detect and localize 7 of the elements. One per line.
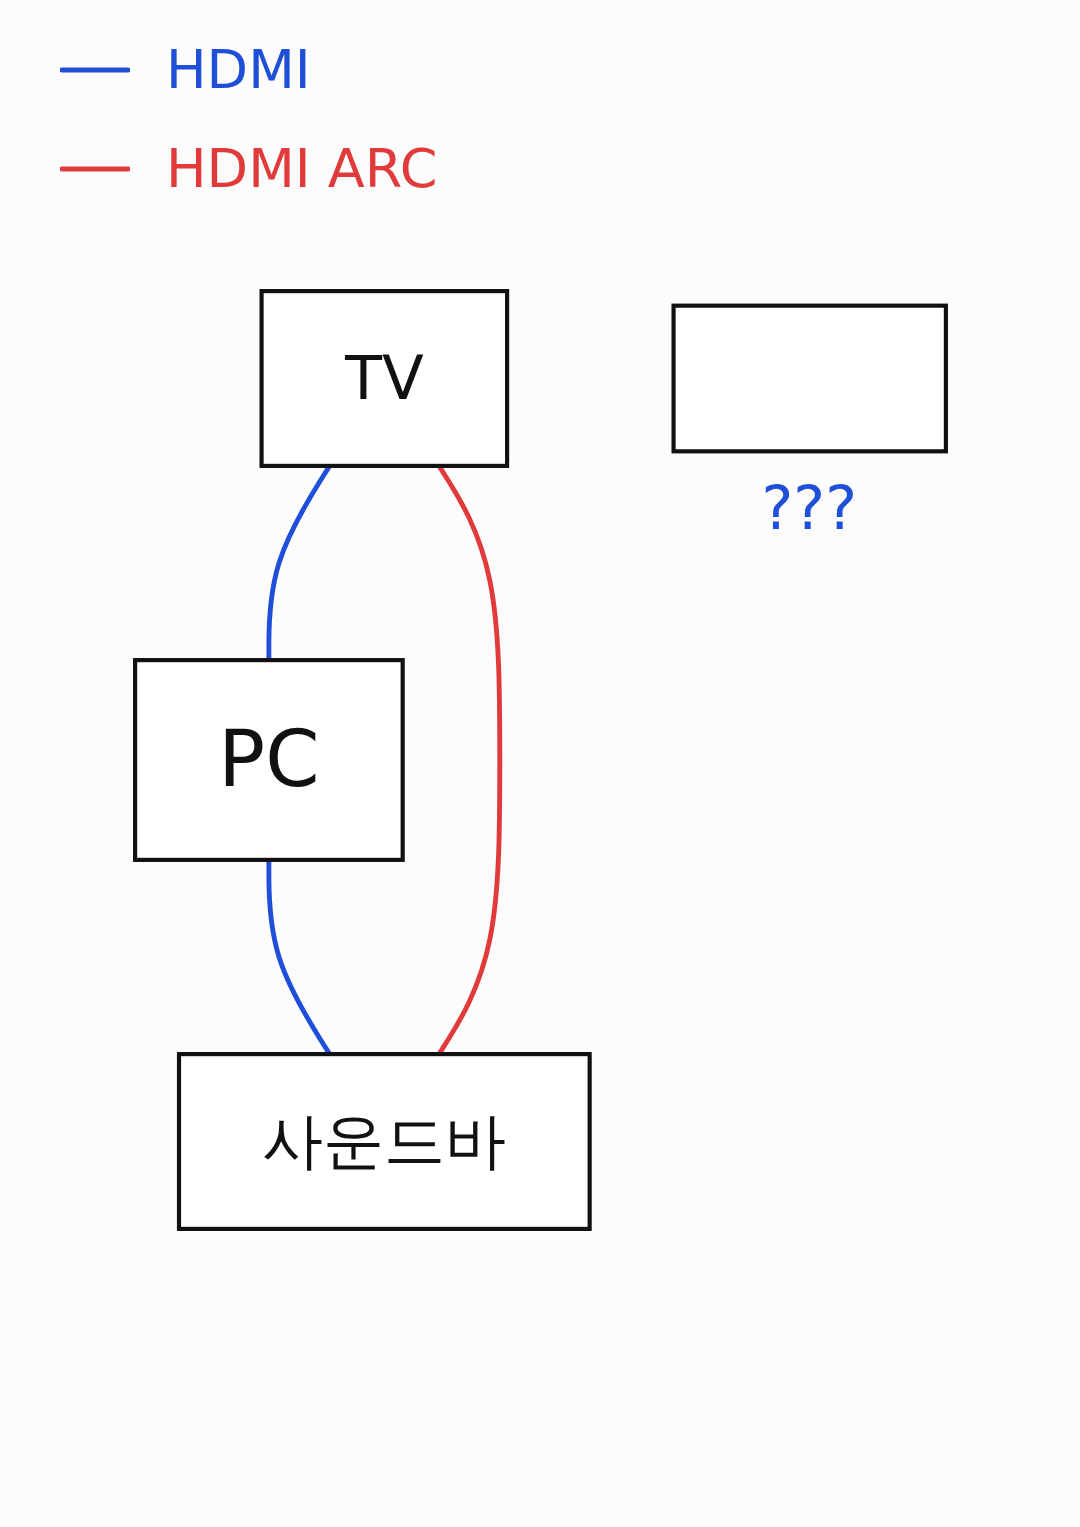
node-box [671,303,948,454]
node-box: TV [259,289,509,468]
node-box: 사운드바 [176,1052,592,1231]
legend-label: HDMI [166,40,311,100]
note-text: ??? [761,475,857,542]
node-box: PC [132,658,405,862]
legend-label: HDMI ARC [166,139,438,199]
